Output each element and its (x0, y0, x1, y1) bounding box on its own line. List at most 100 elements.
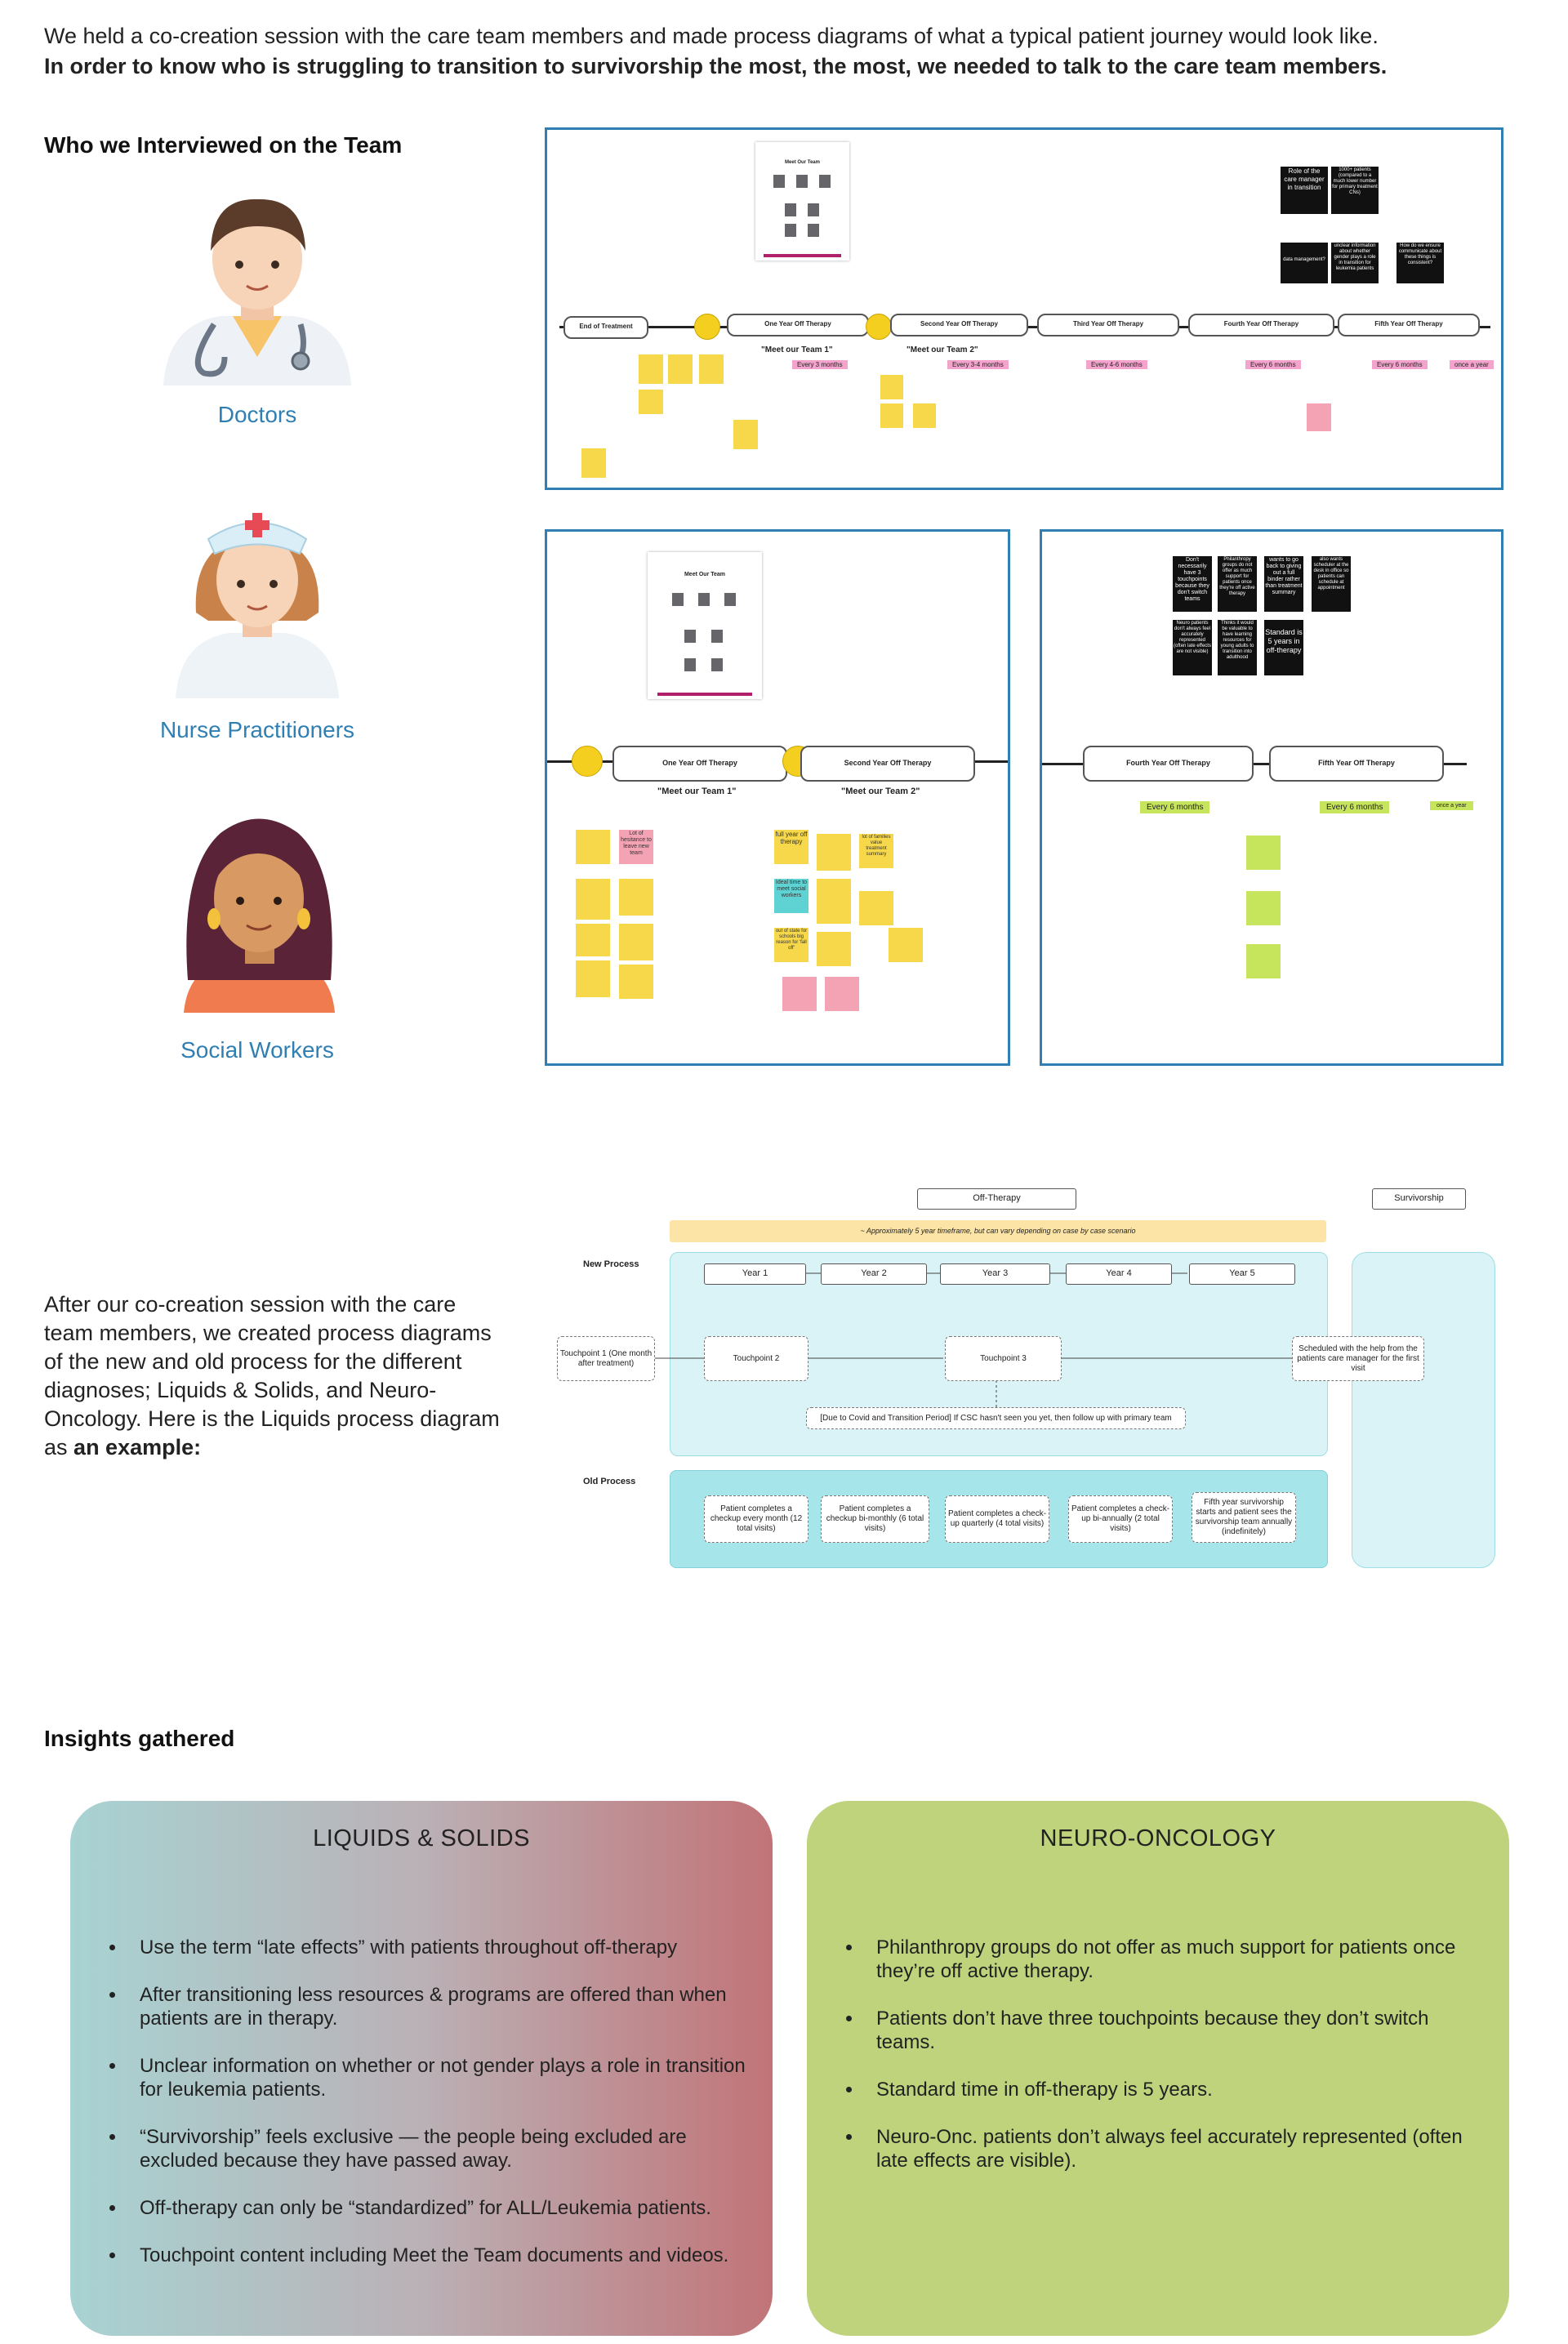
year-4: Year 4 (1066, 1263, 1172, 1285)
year-3: Year 3 (940, 1263, 1050, 1285)
note-social-workers: Ideal time to meet social workers (774, 879, 808, 913)
neuro-oncology-title: NEURO-ONCOLOGY (1040, 1825, 1276, 1852)
meet-team-1-label-2: "Meet our Team 1" (657, 787, 737, 796)
intro-line-1: We held a co-creation session with the c… (44, 24, 1379, 48)
neuro-oncology-card: NEURO-ONCOLOGY Philanthropy groups do no… (807, 1801, 1509, 2336)
sticky-note (619, 879, 653, 916)
process-description-text: After our co-creation session with the c… (44, 1292, 500, 1459)
timeframe-banner: ~ Approximately 5 year timeframe, but ca… (670, 1220, 1326, 1242)
meet-team-1-label: "Meet our Team 1" (761, 345, 833, 354)
list-item: Standard time in off-therapy is 5 years. (863, 2078, 1485, 2101)
sticky-note (859, 891, 893, 925)
note-learning-resources: Thinks it would be valuable to have lear… (1218, 620, 1257, 675)
sticky-note (880, 403, 903, 428)
stage-end-treatment: End of Treatment (564, 316, 648, 339)
sticky-note (1246, 944, 1281, 978)
sticky-note (639, 354, 663, 384)
old-step-3: Patient completes a check-up quarterly (… (945, 1495, 1049, 1543)
sticky-note (576, 960, 610, 997)
interval-every-6-months-a: Every 6 months (1245, 360, 1301, 369)
list-item: After transitioning less resources & pro… (127, 1983, 748, 2030)
sticky-note (733, 420, 758, 449)
note-families-value: lot of families value treatment summary (859, 834, 893, 868)
note-1000-patients: 1000+ patients (compared to a much lower… (1331, 167, 1379, 214)
sticky-note (817, 879, 851, 924)
interval-once-a-year: once a year (1450, 360, 1494, 369)
meet-team-2-label: "Meet our Team 2" (906, 345, 978, 354)
list-item: Touchpoint content including Meet the Te… (127, 2244, 748, 2267)
interval-every-6-months-c: Every 6 months (1140, 801, 1210, 813)
year-5: Year 5 (1189, 1263, 1295, 1285)
list-item: Unclear information on whether or not ge… (127, 2054, 748, 2101)
role-doctors: Doctors (217, 402, 297, 427)
doctor-avatar (163, 198, 351, 385)
note-neuro-represented: Neuro patients don't always feel accurat… (1173, 620, 1212, 675)
sticky-note (817, 834, 851, 871)
meet-team-2-label-2: "Meet our Team 2" (841, 787, 920, 796)
board-first-years: Meet Our Team One Year Off Therapy Secon… (545, 529, 1010, 1066)
touchpoint-dot-1 (694, 314, 720, 340)
survivorship-header: Survivorship (1372, 1188, 1466, 1210)
interval-every-6-months-d: Every 6 months (1320, 801, 1390, 813)
stage-second-year-2: Second Year Off Therapy (800, 746, 975, 782)
covid-note: [Due to Covid and Transition Period] If … (806, 1407, 1186, 1429)
note-consistent: How do we ensure communicate about these… (1396, 243, 1444, 283)
off-therapy-header: Off-Therapy (917, 1188, 1076, 1210)
neuro-oncology-list: Philanthropy groups do not offer as much… (835, 1936, 1485, 2196)
note-full-year: full year off therapy (774, 830, 808, 864)
old-process-label: Old Process (583, 1477, 636, 1486)
role-nurse-practitioners: Nurse Practitioners (159, 717, 355, 742)
note-three-touchpoints: Don't necessarily have 3 touchpoints bec… (1173, 556, 1212, 612)
old-step-2: Patient completes a checkup bi-monthly (… (821, 1495, 929, 1543)
interviewed-heading: Who we Interviewed on the Team (44, 132, 403, 158)
liquids-solids-list: Use the term “late effects” with patient… (99, 1936, 748, 2291)
interval-once-a-year-3: once a year (1430, 801, 1473, 810)
note-gender: unclear information about whether gender… (1331, 243, 1379, 283)
stage-one-year-2: One Year Off Therapy (612, 746, 787, 782)
sticky-note (1246, 836, 1281, 870)
doc-title-2: Meet Our Team (684, 572, 726, 577)
interval-every-6-months-b: Every 6 months (1372, 360, 1428, 369)
old-step-5: Fifth year survivorship starts and patie… (1192, 1492, 1296, 1543)
note-scheduler: also wants scheduler at the desk in offi… (1312, 556, 1351, 612)
sticky-note (639, 390, 663, 414)
liquids-solids-card: LIQUIDS & SOLIDS Use the term “late effe… (70, 1801, 773, 2336)
sticky-note (668, 354, 693, 384)
sticky-note (889, 928, 923, 962)
nurse-avatar (176, 513, 339, 698)
stage-fifth-year-3: Fifth Year Off Therapy (1269, 746, 1444, 782)
intro-line-2: In order to know who is struggling to tr… (44, 54, 1388, 78)
sticky-note (619, 965, 653, 999)
sticky-note (576, 830, 610, 864)
touchpoint-1: Touchpoint 1 (One month after treatment) (557, 1336, 655, 1381)
year-1: Year 1 (704, 1263, 806, 1285)
sticky-note (619, 924, 653, 960)
note-out-of-state: out of state for schools big reason for … (774, 928, 808, 962)
stage-fourth-year: Fourth Year Off Therapy (1188, 314, 1334, 336)
touchpoint-2: Touchpoint 2 (704, 1336, 808, 1381)
stage-one-year: One Year Off Therapy (727, 314, 869, 336)
role-social-workers: Social Workers (180, 1037, 334, 1063)
sticky-note (817, 932, 851, 966)
note-full-binder: wants to go back to giving out a full bi… (1264, 556, 1303, 612)
list-item: Neuro-Onc. patients don’t always feel ac… (863, 2125, 1485, 2172)
timeline-line-3 (1042, 763, 1467, 765)
intro-text: We held a co-creation session with the c… (44, 21, 1539, 82)
note-philanthropy: Philanthropy groups do not offer as much… (1218, 556, 1257, 612)
note-hesitance: Lot of hesitance to leave new team (619, 830, 653, 864)
liquids-solids-title: LIQUIDS & SOLIDS (313, 1825, 530, 1852)
process-description-bold: an example: (74, 1435, 202, 1459)
note-role-care-manager: Role of the care manager in transition (1281, 167, 1328, 214)
stage-fourth-year-3: Fourth Year Off Therapy (1083, 746, 1254, 782)
interval-every-4-6-months: Every 4-6 months (1086, 360, 1147, 369)
sticky-note (576, 924, 610, 956)
touchpoint-dot-2 (866, 314, 892, 340)
meet-our-team-doc-2: Meet Our Team (648, 552, 762, 699)
touchpoint-dot-a (572, 746, 603, 777)
process-description: After our co-creation session with the c… (44, 1290, 501, 1462)
meet-our-team-doc: Meet Our Team (755, 142, 849, 261)
social-worker-avatar (184, 818, 335, 1013)
sticky-note (880, 375, 903, 399)
sticky-note (581, 448, 606, 478)
board-timeline-full: Meet Our Team Role of the care manager i… (545, 127, 1503, 490)
